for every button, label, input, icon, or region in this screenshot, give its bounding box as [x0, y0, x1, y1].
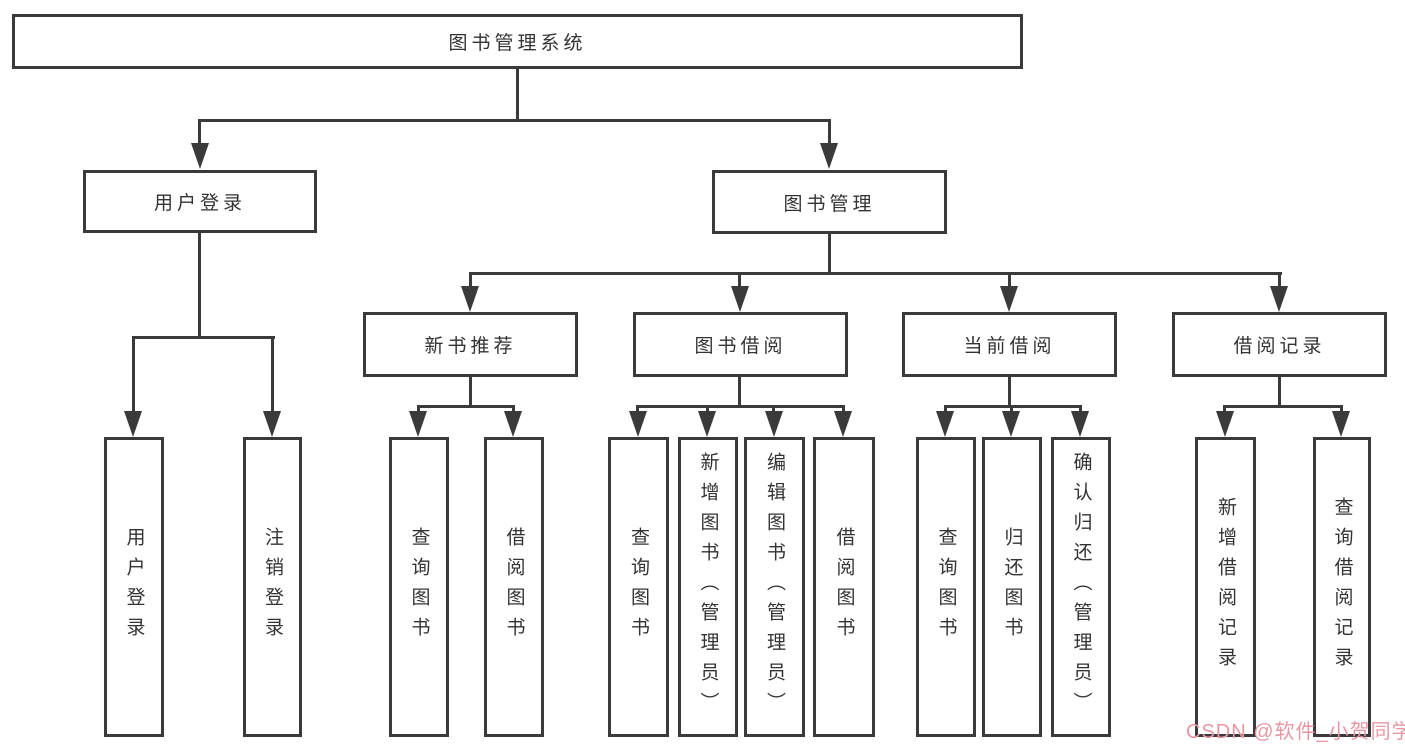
connector-stub [512, 405, 515, 415]
leaf-user-login: 用户登录 [104, 437, 164, 737]
leaf-label: 新增图书（管理员） [697, 452, 719, 722]
node-borrow-records: 借阅记录 [1172, 312, 1387, 377]
arrowhead-down [1071, 411, 1089, 437]
connector-stem [1278, 377, 1281, 408]
arrowhead-down [191, 143, 209, 169]
arrowhead-down [1216, 411, 1234, 437]
connector-stem [469, 376, 472, 408]
arrowhead-down [461, 286, 479, 312]
connector-stem [198, 233, 201, 339]
leaf-label: 查询借阅记录 [1331, 497, 1353, 677]
leaf-recommend-borrow-book: 借阅图书 [484, 437, 544, 737]
connector-stem [738, 376, 741, 408]
connector-stub [1223, 405, 1226, 415]
connector-stub [198, 119, 201, 147]
leaf-label: 归还图书 [1001, 527, 1023, 647]
leaf-label: 查询图书 [935, 527, 957, 647]
node-label: 当前借阅 [963, 336, 1056, 357]
arrowhead-down [731, 286, 749, 312]
connector-root-stem [516, 69, 519, 121]
node-root-system: 图书管理系统 [12, 14, 1023, 69]
leaf-borrowing-add-book-admin: 新增图书（管理员） [678, 437, 738, 737]
node-user-login: 用户登录 [83, 170, 317, 233]
leaf-records-add-record: 新增借阅记录 [1195, 437, 1256, 737]
arrowhead-down [820, 143, 838, 169]
connector-stub [944, 405, 947, 415]
arrowhead-down [629, 411, 647, 437]
arrowhead-down [1270, 286, 1288, 312]
leaf-current-query-book: 查询图书 [916, 437, 976, 737]
node-new-book-recommend: 新书推荐 [363, 312, 578, 377]
arrowhead-down [834, 411, 852, 437]
connector-bus [1223, 405, 1343, 408]
connector-stub [772, 405, 775, 415]
connector-stub [738, 272, 741, 288]
connector-bus [132, 336, 275, 339]
connector-stub [1079, 405, 1082, 415]
arrowhead-down [936, 411, 954, 437]
leaf-label: 用户登录 [123, 527, 145, 647]
arrowhead-down [263, 411, 281, 437]
connector-stub [271, 336, 274, 416]
connector-stub [469, 272, 472, 288]
leaf-label: 查询图书 [408, 527, 430, 647]
connector-stem [1008, 376, 1011, 408]
connector-stub [417, 405, 420, 415]
leaf-current-confirm-return-admin: 确认归还（管理员） [1051, 437, 1111, 737]
arrowhead-down [765, 411, 783, 437]
connector-level2-bus [198, 119, 831, 122]
leaf-recommend-query-book: 查询图书 [389, 437, 449, 737]
connector-stub [828, 119, 831, 147]
node-label: 图书管理 [783, 193, 876, 215]
leaf-label: 确认归还（管理员） [1070, 452, 1092, 722]
connector-bus [417, 405, 515, 408]
arrowhead-down [124, 411, 142, 437]
connector-stub [1010, 405, 1013, 415]
arrowhead-down [1332, 411, 1350, 437]
leaf-borrowing-edit-book-admin: 编辑图书（管理员） [744, 437, 805, 737]
arrowhead-down [504, 411, 522, 437]
leaf-borrowing-query-book: 查询图书 [608, 437, 669, 737]
connector-stub [706, 405, 709, 415]
arrowhead-down [1000, 286, 1018, 312]
leaf-borrowing-borrow-book: 借阅图书 [813, 437, 875, 737]
connector-stub [636, 405, 639, 415]
leaf-label: 新增借阅记录 [1215, 497, 1236, 677]
connector-stub [1008, 272, 1011, 288]
node-label: 新书推荐 [424, 336, 517, 357]
leaf-label: 编辑图书（管理员） [764, 452, 785, 722]
node-label: 用户登录 [153, 193, 246, 214]
node-label: 图书管理系统 [448, 33, 587, 54]
leaf-label: 借阅图书 [833, 527, 855, 647]
connector-level3-bus [469, 272, 1282, 275]
arrowhead-down [1002, 411, 1020, 437]
connector-stub [1278, 272, 1281, 288]
connector-stub [132, 336, 135, 416]
node-book-management: 图书管理 [712, 170, 947, 234]
node-label: 借阅记录 [1233, 336, 1326, 357]
node-current-borrowing: 当前借阅 [902, 312, 1117, 377]
node-book-borrowing: 图书借阅 [633, 312, 848, 377]
csdn-watermark: CSDN @软件_小贺同学 [1186, 721, 1405, 743]
leaf-logout: 注销登录 [243, 437, 302, 737]
arrowhead-down [409, 411, 427, 437]
connector-stub [1340, 405, 1343, 415]
connector-stub [842, 405, 845, 415]
leaf-label: 查询图书 [628, 527, 649, 647]
leaf-label: 注销登录 [262, 527, 283, 647]
connector-bus [944, 405, 1082, 408]
leaf-label: 借阅图书 [503, 527, 525, 647]
leaf-records-query-record: 查询借阅记录 [1313, 437, 1371, 737]
connector-bus [636, 405, 845, 408]
leaf-current-return-book: 归还图书 [982, 437, 1042, 737]
connector-stem [828, 234, 831, 275]
node-label: 图书借阅 [694, 336, 787, 357]
arrowhead-down [698, 411, 716, 437]
